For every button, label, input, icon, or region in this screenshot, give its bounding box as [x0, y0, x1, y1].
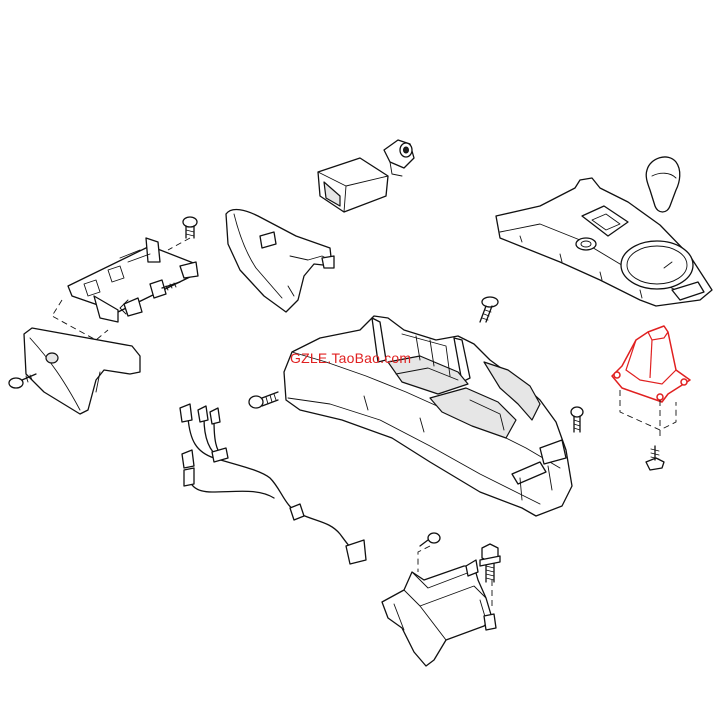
shift-boot: [611, 325, 691, 403]
lower-bracket: [381, 559, 497, 667]
lighter-socket: [383, 139, 415, 177]
watermark-text: GZLE.TaoBao.com: [290, 350, 412, 366]
bolt-lower-long: [479, 543, 501, 583]
lower-bracket-guide-lines: [417, 545, 493, 610]
bolt-washer: [149, 279, 181, 299]
wiring-harness: [179, 403, 367, 565]
center-console: [283, 315, 573, 517]
clip-fastener: [119, 297, 143, 317]
bolt-top: [167, 216, 198, 251]
screw-console-right: [570, 406, 584, 433]
screw-console-top: [479, 296, 499, 323]
left-trim-panel: [23, 327, 141, 415]
shift-bezel-panel: [495, 177, 713, 307]
side-cover-panel: [225, 208, 335, 313]
bracket-guide-lines: [51, 299, 109, 341]
screw-left-panel: [8, 373, 37, 389]
mounting-bracket: [67, 237, 199, 323]
ashtray-insert: [317, 157, 389, 213]
boot-guide-lines: [619, 390, 677, 438]
screw-console-left: [248, 391, 279, 409]
screw-boot: [645, 445, 665, 471]
shift-knob: [645, 156, 681, 213]
screw-lower-small: [419, 532, 441, 547]
